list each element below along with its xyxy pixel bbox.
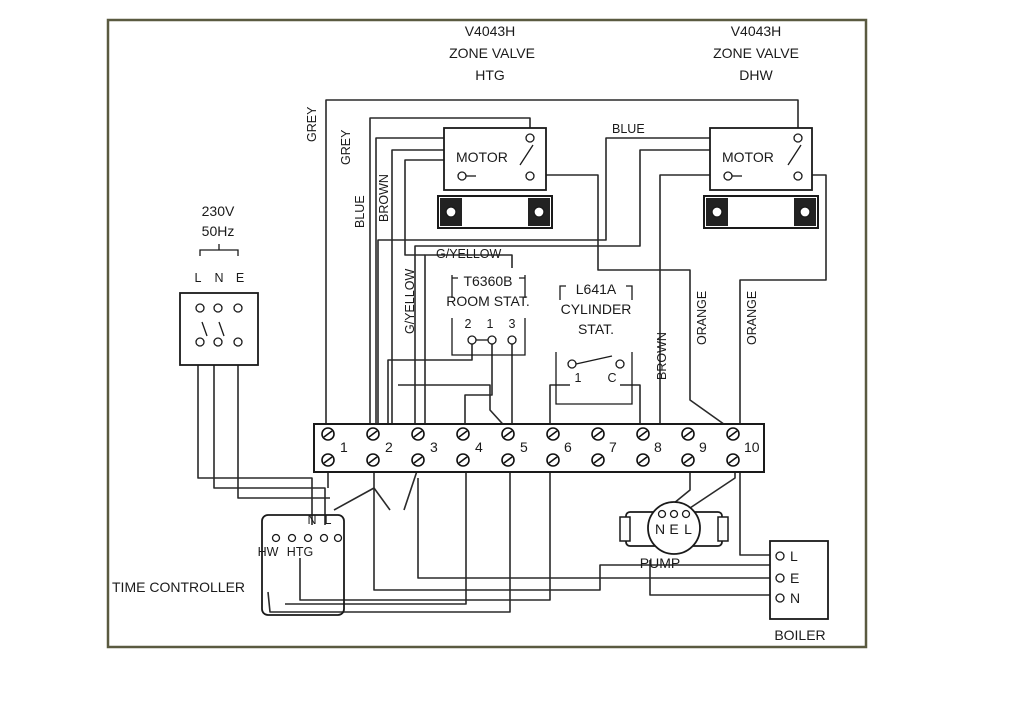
label-grey-1: GREY [305, 106, 319, 142]
valve-htg-terminal [525, 133, 535, 143]
terminal-screw-slot [323, 430, 333, 438]
room-stat-body [451, 318, 526, 356]
wires [197, 99, 827, 613]
valve-htg-motor-label: MOTOR [456, 149, 508, 165]
valve-htg-type: ZONE VALVE [449, 45, 535, 61]
supply-frequency: 50Hz [202, 223, 235, 239]
label-blue-2: BLUE [612, 122, 645, 136]
terminal-screw-slot [638, 456, 648, 464]
terminal-screw-slot [683, 456, 693, 464]
wire-labels: GREY GREY BLUE BROWN BLUE G/YELLOW G/YEL… [305, 106, 759, 380]
terminal-number-8: 8 [654, 439, 662, 455]
boiler-terminal-n: N [790, 590, 800, 606]
time-controller-terminal-htg: HTG [287, 545, 313, 559]
terminal-number-6: 6 [564, 439, 572, 455]
valve-dhw-type: ZONE VALVE [713, 45, 799, 61]
time-controller-box [261, 514, 345, 616]
terminal-screw-slot [368, 430, 378, 438]
zone-valve-htg: V4043H ZONE VALVE HTG MOTOR [437, 23, 553, 229]
terminal-number-5: 5 [520, 439, 528, 455]
cylinder-stat-terminal-c: C [607, 371, 616, 385]
cylinder-stat-model: L641A [576, 281, 617, 297]
terminal-screw-slot [593, 430, 603, 438]
terminal-screw-slot [323, 456, 333, 464]
terminal-number-9: 9 [699, 439, 707, 455]
room-stat-terminal-2: 2 [465, 317, 472, 331]
terminal-screw-slot [548, 430, 558, 438]
label-brown-2: BROWN [655, 332, 669, 380]
terminal-screw-slot [368, 456, 378, 464]
supply-terminal-l: L [195, 271, 202, 285]
terminal-screw-slot [458, 430, 468, 438]
terminal-number-7: 7 [609, 439, 617, 455]
valve-htg-model: V4043H [465, 23, 516, 39]
terminal-screws [321, 427, 740, 467]
terminal-screw-slot [413, 456, 423, 464]
room-stat: T6360B ROOM STAT. 2 1 3 [446, 273, 530, 356]
label-orange-1: ORANGE [695, 291, 709, 345]
cylinder-stat-body [555, 352, 633, 405]
terminal-screw-slot [683, 430, 693, 438]
valve-dhw-terminal [793, 133, 803, 143]
cylinder-stat-terminal-1: 1 [575, 371, 582, 385]
label-gyellow-2: G/YELLOW [436, 247, 501, 261]
terminal-numbers: 1 2 3 4 5 6 7 8 9 10 [340, 439, 760, 455]
cylinder-stat: L641A CYLINDER STAT. 1 C [555, 281, 633, 405]
zone-valve-dhw: V4043H ZONE VALVE DHW MOTOR [703, 23, 819, 229]
terminal-screw-slot [503, 456, 513, 464]
valve-dhw-model: V4043H [731, 23, 782, 39]
supply-isolator: 230V 50Hz L N E [179, 203, 259, 366]
label-orange-2: ORANGE [745, 291, 759, 345]
boiler-terminal-e: E [790, 570, 799, 586]
pump: N E L PUMP [619, 501, 729, 571]
supply-terminal-e: E [236, 271, 244, 285]
label-grey-2: GREY [339, 129, 353, 165]
terminal-number-10: 10 [744, 439, 760, 455]
time-controller-label: TIME CONTROLLER [112, 579, 245, 595]
terminal-screw-slot [638, 430, 648, 438]
terminal-screw-slot [458, 456, 468, 464]
boiler-terminal-l: L [790, 548, 798, 564]
terminal-screw-slot [548, 456, 558, 464]
pump-label: PUMP [640, 555, 680, 571]
terminal-screw-slot [503, 430, 513, 438]
label-brown-1: BROWN [377, 174, 391, 222]
room-stat-name: ROOM STAT. [446, 293, 529, 309]
cylinder-stat-name2: STAT. [578, 321, 614, 337]
supply-voltage: 230V [202, 203, 235, 219]
room-stat-terminal-1: 1 [487, 317, 494, 331]
terminal-number-4: 4 [475, 439, 483, 455]
wiring-centre: 1 2 3 4 5 6 7 8 9 10 [313, 423, 765, 473]
label-blue-1: BLUE [353, 195, 367, 228]
terminal-screw-slot [728, 456, 738, 464]
time-controller-terminal-n: N [307, 513, 316, 527]
pump-terminal-e: E [669, 521, 678, 537]
time-controller-terminal-hw: HW [258, 545, 279, 559]
valve-dhw-use: DHW [739, 67, 773, 83]
terminal-number-1: 1 [340, 439, 348, 455]
terminal-number-3: 3 [430, 439, 438, 455]
terminal-block [313, 423, 765, 473]
pump-terminal-n: N [655, 521, 665, 537]
boiler: L E N BOILER [769, 540, 829, 643]
label-gyellow-1: G/YELLOW [403, 269, 417, 334]
room-stat-model: T6360B [463, 273, 512, 289]
terminal-number-2: 2 [385, 439, 393, 455]
terminal-screw-slot [413, 430, 423, 438]
terminal-screw-slot [728, 430, 738, 438]
terminal-screw-slot [593, 456, 603, 464]
boiler-label: BOILER [774, 627, 825, 643]
time-controller: N L HW HTG TIME CONTROLLER [112, 513, 345, 616]
room-stat-terminal-3: 3 [509, 317, 516, 331]
cylinder-stat-name1: CYLINDER [561, 301, 632, 317]
valve-htg-use: HTG [475, 67, 505, 83]
valve-dhw-motor-label: MOTOR [722, 149, 774, 165]
diagram-frame [106, 18, 868, 649]
pump-terminal-l: L [684, 521, 692, 537]
time-controller-terminal-l: L [325, 513, 332, 527]
supply-terminal-n: N [214, 271, 223, 285]
